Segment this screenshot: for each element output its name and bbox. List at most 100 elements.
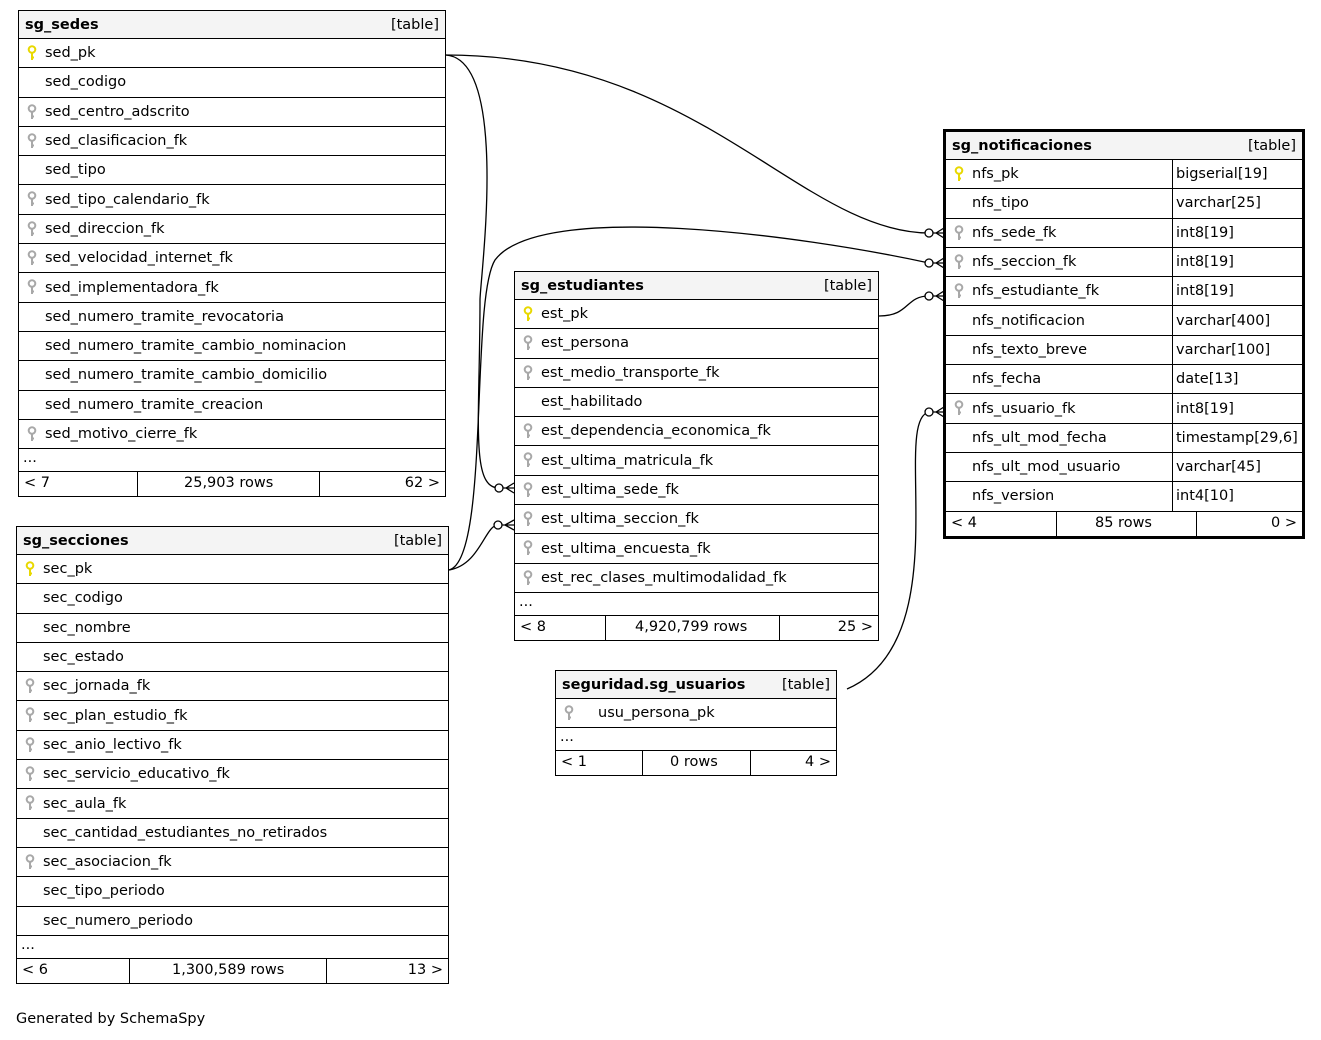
column-name: nfs_texto_breve (972, 341, 1088, 358)
parents-count: < 8 (520, 618, 546, 635)
column-name: sed_numero_tramite_creacion (45, 396, 264, 413)
column-row: sed_centro_adscrito (19, 98, 445, 127)
table-header: seguridad.sg_usuarios [table] (556, 671, 836, 699)
column-row: sec_aula_fk (17, 789, 448, 819)
edge-sede-notificaciones (445, 54, 930, 234)
column-row: sed_codigo (19, 68, 445, 98)
foreign-key-icon (523, 423, 533, 439)
foreign-key-icon (954, 254, 964, 269)
row-count: 1,300,589 rows (172, 961, 285, 978)
children-count: 62 > (404, 475, 440, 492)
table-name: sg_notificaciones (952, 137, 1092, 154)
column-name: sec_tipo_periodo (43, 883, 165, 900)
more-columns: ... (17, 936, 448, 959)
column-row: sed_numero_tramite_creacion (19, 391, 445, 420)
column-row: est_ultima_sede_fk (515, 476, 878, 506)
column-row: nfs_fecha date[13] (946, 365, 1302, 395)
column-type: varchar[400] (1176, 312, 1271, 329)
foreign-key-icon (523, 540, 533, 556)
column-name: nfs_notificacion (972, 312, 1085, 329)
table-name: sg_secciones (23, 532, 129, 549)
crowfoot-nfs-usuario (924, 406, 945, 418)
column-name: est_persona (541, 335, 629, 352)
foreign-key-icon (25, 736, 35, 752)
column-type: int8[19] (1176, 400, 1234, 417)
column-row: sed_numero_tramite_cambio_domicilio (19, 361, 445, 391)
column-type: date[13] (1176, 371, 1239, 388)
column-name: nfs_ult_mod_usuario (972, 459, 1121, 476)
column-name: nfs_tipo (972, 195, 1029, 212)
column-row: sed_motivo_cierre_fk (19, 420, 445, 450)
table-kind: [table] (1247, 137, 1296, 154)
foreign-key-icon (27, 103, 37, 119)
column-name: sed_codigo (45, 74, 127, 91)
column-name: sec_anio_lectivo_fk (43, 736, 182, 753)
children-count: 13 > (407, 961, 443, 978)
foreign-key-icon (27, 279, 37, 295)
column-type: int8[19] (1176, 283, 1234, 300)
more-columns: ... (515, 593, 878, 616)
column-type: int4[10] (1176, 488, 1234, 505)
edge-estudiante-notificaciones (878, 295, 930, 317)
column-row: sed_implementadora_fk (19, 273, 445, 303)
column-name: sed_clasificacion_fk (45, 133, 188, 150)
column-row: sec_codigo (17, 584, 448, 614)
table-footer: < 7 25,903 rows 62 > (19, 472, 445, 497)
crowfoot-nfs-seccion (924, 257, 945, 269)
column-row: sec_servicio_educativo_fk (17, 760, 448, 790)
column-type: varchar[100] (1176, 341, 1271, 358)
foreign-key-icon (25, 795, 35, 811)
parents-count: < 4 (951, 514, 977, 531)
column-row: sec_numero_periodo (17, 907, 448, 936)
foreign-key-icon (27, 191, 37, 207)
column-name: est_ultima_sede_fk (541, 481, 679, 498)
column-name: nfs_fecha (972, 371, 1042, 388)
foreign-key-icon (523, 511, 533, 527)
column-row: sec_pk (17, 555, 448, 585)
foreign-key-icon (954, 283, 964, 299)
column-row: nfs_notificacion varchar[400] (946, 306, 1302, 336)
column-row: sec_jornada_fk (17, 672, 448, 702)
column-row: sec_tipo_periodo (17, 877, 448, 907)
column-row: sed_tipo (19, 156, 445, 186)
column-name: sed_velocidad_internet_fk (45, 250, 233, 267)
column-row: sed_clasificacion_fk (19, 127, 445, 157)
column-name: est_ultima_matricula_fk (541, 452, 714, 469)
column-row: est_ultima_matricula_fk (515, 446, 878, 476)
table-footer: < 6 1,300,589 rows 13 > (17, 958, 448, 983)
children-count: 4 > (805, 754, 831, 771)
foreign-key-icon (25, 766, 35, 782)
row-count: 25,903 rows (184, 475, 274, 492)
column-row: sec_plan_estudio_fk (17, 701, 448, 731)
more-columns: ... (556, 728, 836, 752)
parents-count: < 6 (22, 961, 48, 978)
parents-count: < 1 (561, 754, 587, 771)
foreign-key-icon (523, 452, 533, 468)
column-name: est_dependencia_economica_fk (541, 423, 771, 440)
column-name: sed_pk (45, 45, 96, 62)
table-header: sg_sedes [table] (19, 11, 445, 39)
table-name: seguridad.sg_usuarios (562, 676, 746, 693)
column-name: sec_codigo (43, 590, 123, 607)
column-name: sec_cantidad_estudiantes_no_retirados (43, 824, 328, 841)
table-footer: < 4 85 rows 0 > (946, 511, 1302, 536)
column-name: sec_plan_estudio_fk (43, 707, 188, 724)
foreign-key-icon (523, 481, 533, 497)
column-type: bigserial[19] (1176, 166, 1268, 183)
column-name: sed_direccion_fk (45, 220, 165, 237)
table-header: sg_estudiantes [table] (515, 272, 878, 300)
column-name: sed_implementadora_fk (45, 279, 219, 296)
parents-count: < 7 (24, 475, 50, 492)
primary-key-icon (25, 561, 35, 576)
row-count: 4,920,799 rows (635, 618, 748, 635)
table-seguridad-sg-usuarios: seguridad.sg_usuarios [table] usu_person… (555, 670, 837, 777)
